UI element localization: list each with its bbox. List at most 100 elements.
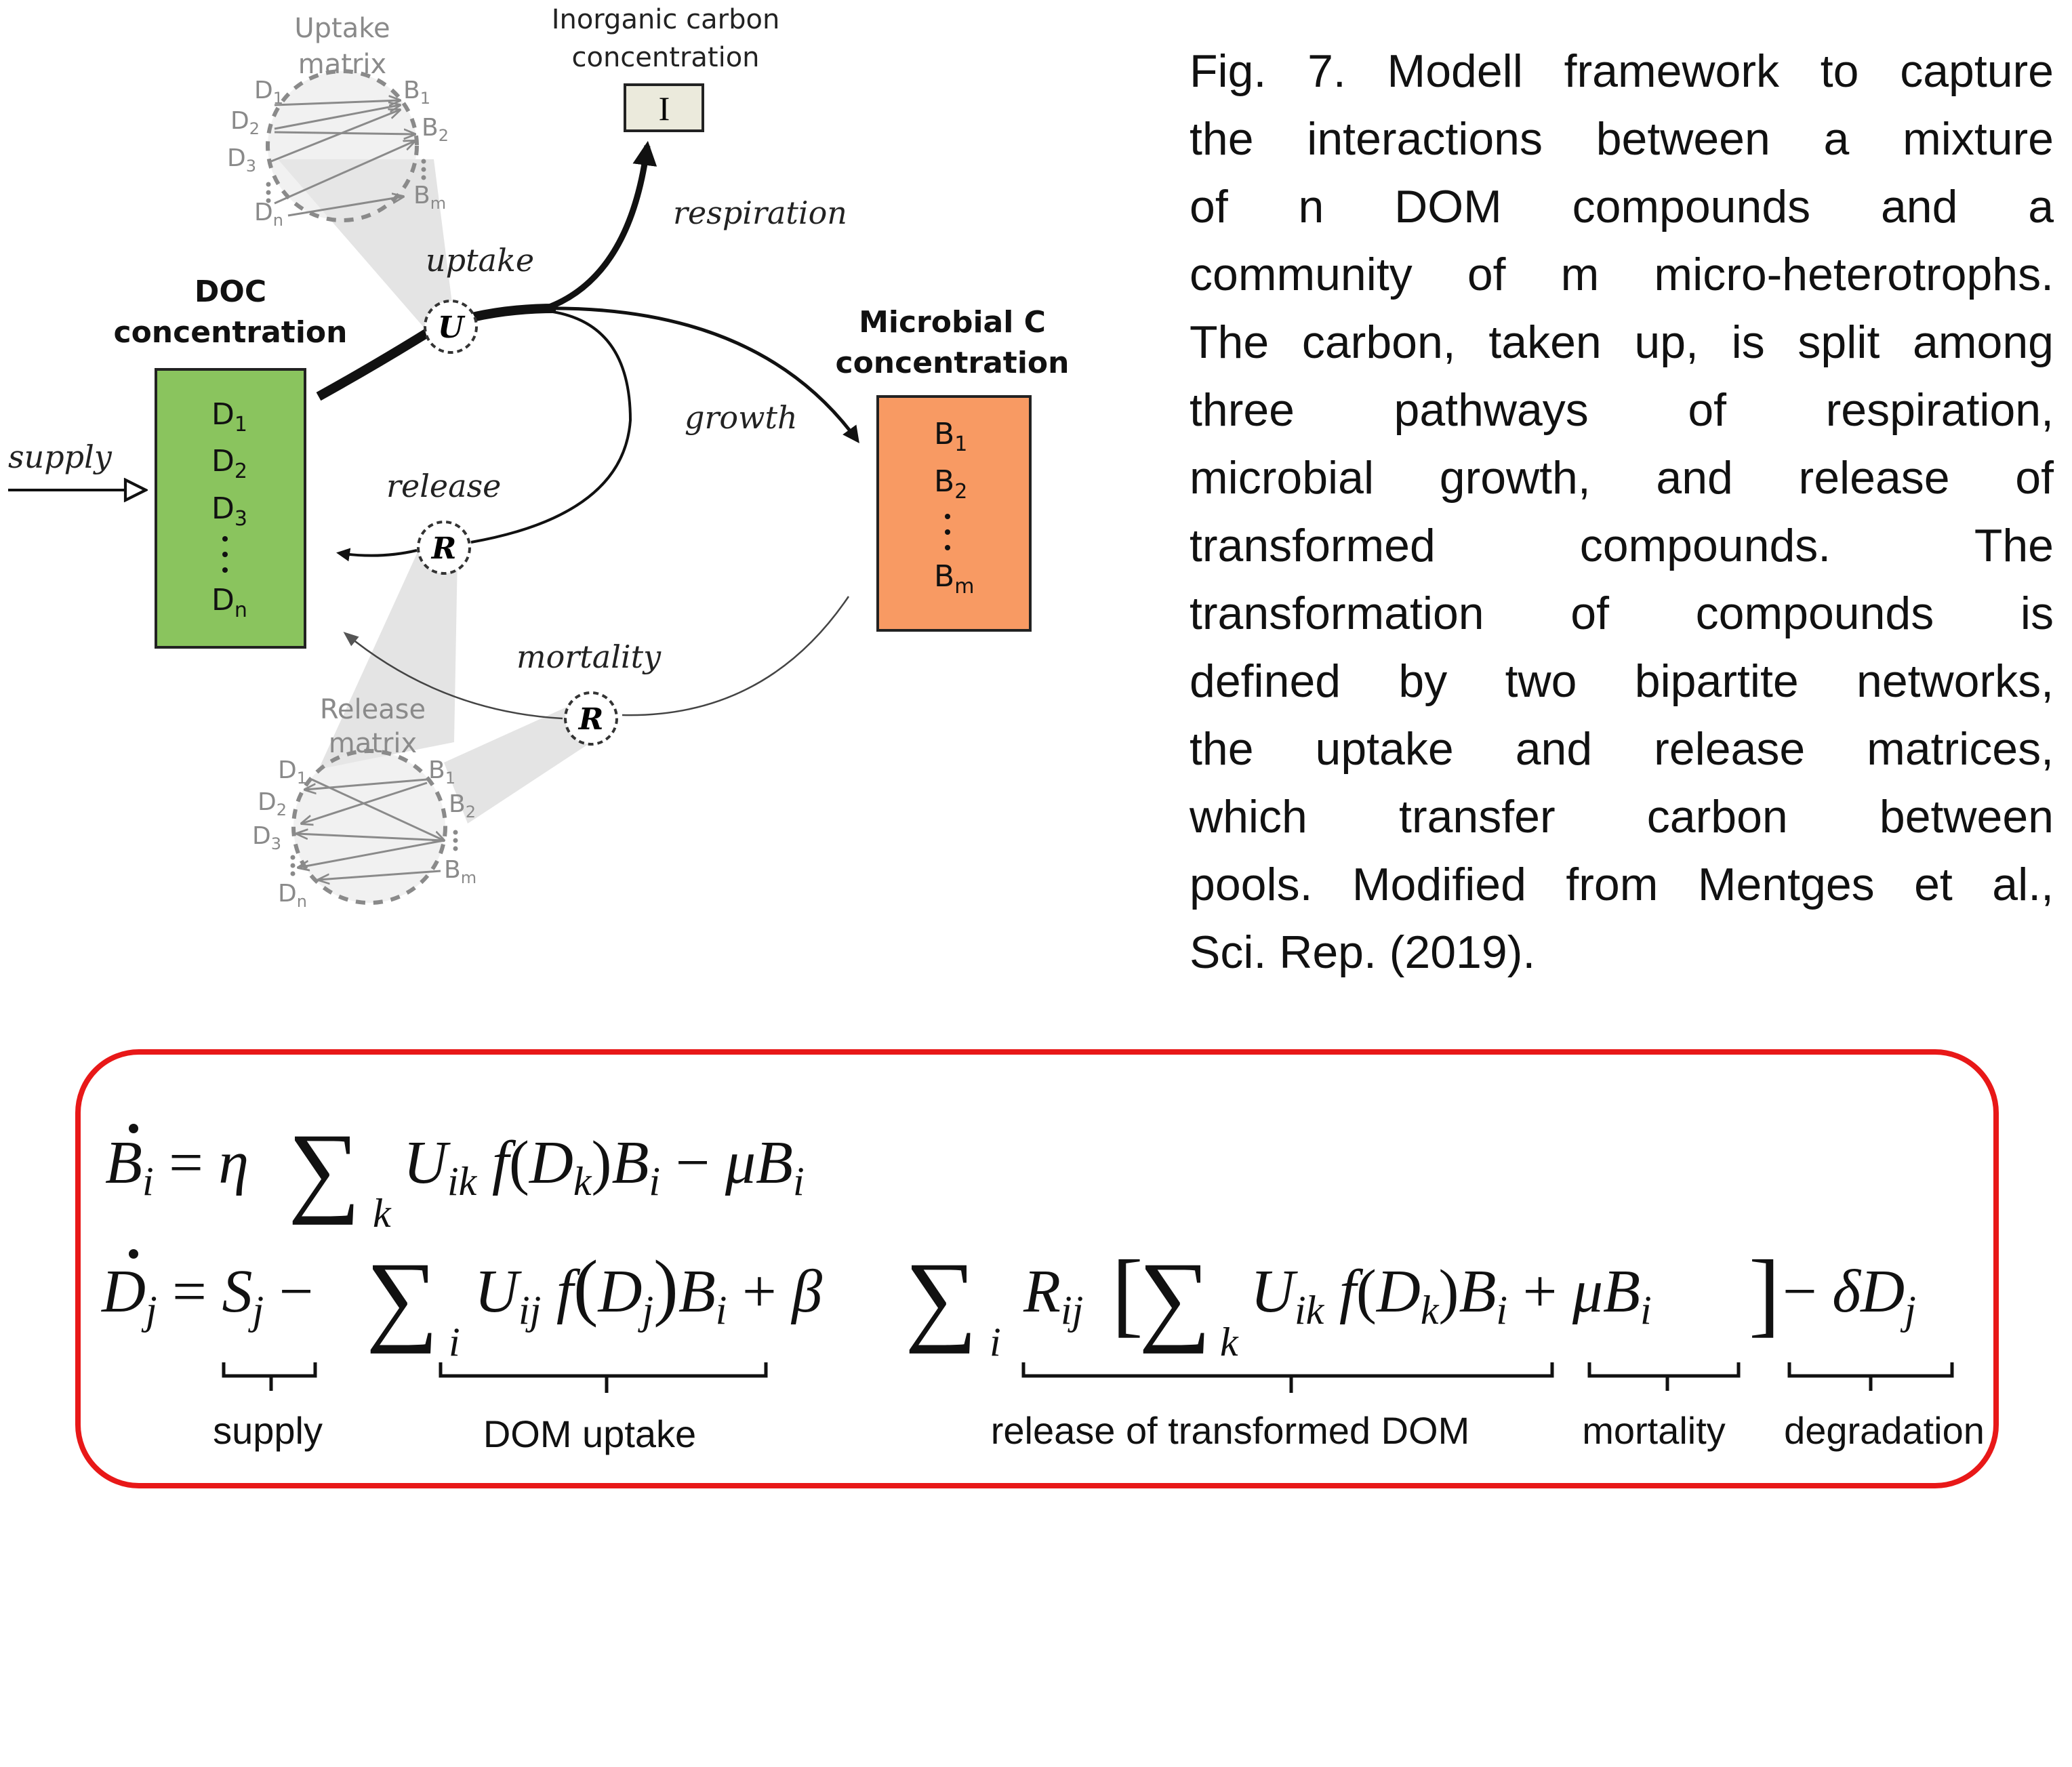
doc-item-n: Dn bbox=[211, 583, 247, 622]
caption-line-2: the interactions between a mixture bbox=[1190, 113, 2054, 165]
inorganic-label-line2: concentration bbox=[571, 42, 759, 73]
supply-label: supply bbox=[8, 439, 113, 475]
release-node-label: R bbox=[430, 531, 457, 566]
caption-line-7: microbial growth, and release of bbox=[1190, 452, 2054, 504]
term-degradation: degradation bbox=[1784, 1409, 1985, 1452]
svg-text:[: [ bbox=[1112, 1241, 1143, 1346]
doc-item-2: D2 bbox=[211, 444, 247, 483]
svg-text:Dj = Sj −: Dj = Sj − bbox=[100, 1258, 313, 1333]
svg-text:k: k bbox=[1220, 1320, 1239, 1364]
release-matrix bbox=[290, 749, 458, 905]
mortality-matrix-shadow bbox=[444, 698, 596, 824]
microbial-box bbox=[876, 395, 1032, 632]
release-matrix-shadow bbox=[319, 539, 458, 769]
inorganic-label-line1: Inorganic carbon bbox=[552, 4, 780, 35]
release-matrix-d1: D1 bbox=[278, 756, 307, 788]
doc-item-1: D1 bbox=[211, 397, 247, 436]
brace-supply bbox=[222, 1362, 317, 1391]
caption-line-4: community of m micro-heterotrophs. bbox=[1190, 249, 2054, 300]
uptake-matrix-b1: B1 bbox=[403, 77, 430, 108]
term-supply: supply bbox=[213, 1409, 323, 1452]
svg-text:Bi = η: Bi = η bbox=[105, 1129, 249, 1204]
uptake-matrix-label-line1: Uptake bbox=[294, 13, 390, 44]
uptake-matrix-d3: D3 bbox=[227, 144, 256, 176]
mortality-node-label: R bbox=[577, 702, 604, 737]
growth-flow bbox=[542, 306, 859, 444]
uptake-label: uptake bbox=[426, 242, 534, 279]
uptake-matrix-d1: D1 bbox=[254, 77, 283, 108]
growth-label: growth bbox=[685, 399, 798, 436]
uptake-matrix-label-line2: matrix bbox=[298, 49, 386, 80]
release-matrix-b1: B1 bbox=[428, 756, 455, 788]
uptake-matrix-dn: Dn bbox=[254, 199, 283, 230]
caption-line-11: the uptake and release matrices, bbox=[1190, 723, 2054, 775]
inorganic-symbol: I bbox=[659, 89, 670, 127]
svg-text:k: k bbox=[373, 1191, 392, 1236]
caption-line-6: three pathways of respiration, bbox=[1190, 384, 2054, 436]
release-to-doc bbox=[336, 548, 418, 562]
caption-line-13: pools. Modified from Mentges et al., bbox=[1190, 859, 2054, 910]
mortality-to-doc bbox=[343, 632, 563, 720]
term-mortality: mortality bbox=[1582, 1409, 1726, 1452]
release-matrix-bm: Bm bbox=[444, 856, 476, 887]
brace-degradation bbox=[1787, 1362, 1954, 1391]
doc-label-line2: concentration bbox=[114, 315, 348, 350]
caption-line-9: transformation of compounds is bbox=[1190, 588, 2054, 639]
caption-line-1: Fig. 7. Modell framework to capture bbox=[1190, 45, 2054, 97]
microbial-label-line2: concentration bbox=[836, 346, 1070, 380]
release-matrix-d3: D3 bbox=[252, 822, 281, 853]
mortality-label: mortality bbox=[516, 638, 662, 675]
equation-box bbox=[75, 1049, 1999, 1488]
release-flow bbox=[470, 309, 632, 544]
uptake-matrix-b2: B2 bbox=[422, 114, 449, 145]
svg-text:i: i bbox=[449, 1320, 460, 1364]
microbial-label-line1: Microbial C bbox=[859, 305, 1046, 340]
svg-text:Uik f(Dk)Bi − μBi: Uik f(Dk)Bi − μBi bbox=[403, 1129, 805, 1204]
respiration-flow bbox=[544, 140, 657, 312]
doc-box bbox=[155, 368, 306, 649]
uptake-matrix-bm: Bm bbox=[413, 182, 446, 213]
respiration-label: respiration bbox=[673, 195, 847, 231]
caption-line-8: transformed compounds. The bbox=[1190, 520, 2054, 571]
microbial-item-1: B1 bbox=[934, 417, 967, 456]
svg-text:∑: ∑ bbox=[1139, 1242, 1211, 1354]
microbial-item-m: Bm bbox=[934, 559, 974, 598]
caption-line-5: The carbon, taken up, is split among bbox=[1190, 317, 2054, 368]
brace-dom-uptake bbox=[439, 1362, 768, 1393]
caption-line-12: which transfer carbon between bbox=[1189, 791, 2054, 842]
svg-text:∑: ∑ bbox=[288, 1113, 361, 1225]
uptake-node-label: U bbox=[438, 310, 466, 345]
caption-line-10: defined by two bipartite networks, bbox=[1190, 655, 2054, 707]
inorganic-box bbox=[624, 83, 704, 132]
equation-1: Bi = η ∑ k Uik f(Dk)Bi − μBi bbox=[105, 1113, 805, 1236]
doc-dots bbox=[222, 536, 228, 573]
svg-text:]: ] bbox=[1749, 1241, 1781, 1346]
microbial-dots bbox=[945, 514, 950, 550]
release-matrix-b2: B2 bbox=[449, 790, 476, 821]
term-dom-uptake: DOM uptake bbox=[483, 1413, 696, 1455]
release-node: R bbox=[417, 521, 471, 575]
svg-text:Uij f(Dj)Bi + β: Uij f(Dj)Bi + β bbox=[474, 1245, 822, 1333]
brace-release bbox=[1021, 1362, 1554, 1393]
release-matrix-d2: D2 bbox=[258, 788, 287, 819]
microbial-items: B1 B2 Bm bbox=[934, 417, 974, 598]
caption-line-14: Sci. Rep. (2019). bbox=[1190, 927, 1535, 978]
equation-braces bbox=[222, 1362, 1954, 1393]
mortality-flow bbox=[622, 596, 850, 716]
doc-item-3: D3 bbox=[211, 491, 247, 531]
uptake-node: U bbox=[424, 300, 478, 354]
term-release: release of transformed DOM bbox=[991, 1409, 1469, 1452]
svg-text:∑: ∑ bbox=[905, 1242, 977, 1354]
figure-caption: Fig. 7. Modell framework to capture the i… bbox=[1189, 45, 2054, 978]
svg-text:Rij: Rij bbox=[1023, 1258, 1083, 1333]
uptake-matrix-d2: D2 bbox=[230, 107, 260, 138]
svg-text:i: i bbox=[990, 1320, 1001, 1364]
release-matrix-dn: Dn bbox=[278, 880, 307, 911]
svg-text:− δDj: − δDj bbox=[1783, 1258, 1916, 1333]
doc-label-line1: DOC bbox=[195, 275, 266, 309]
release-matrix-label-line2: matrix bbox=[329, 728, 417, 759]
svg-text:∑: ∑ bbox=[366, 1242, 439, 1354]
release-matrix-label-line1: Release bbox=[320, 694, 426, 725]
brace-mortality bbox=[1587, 1362, 1741, 1391]
mortality-node: R bbox=[564, 691, 618, 746]
